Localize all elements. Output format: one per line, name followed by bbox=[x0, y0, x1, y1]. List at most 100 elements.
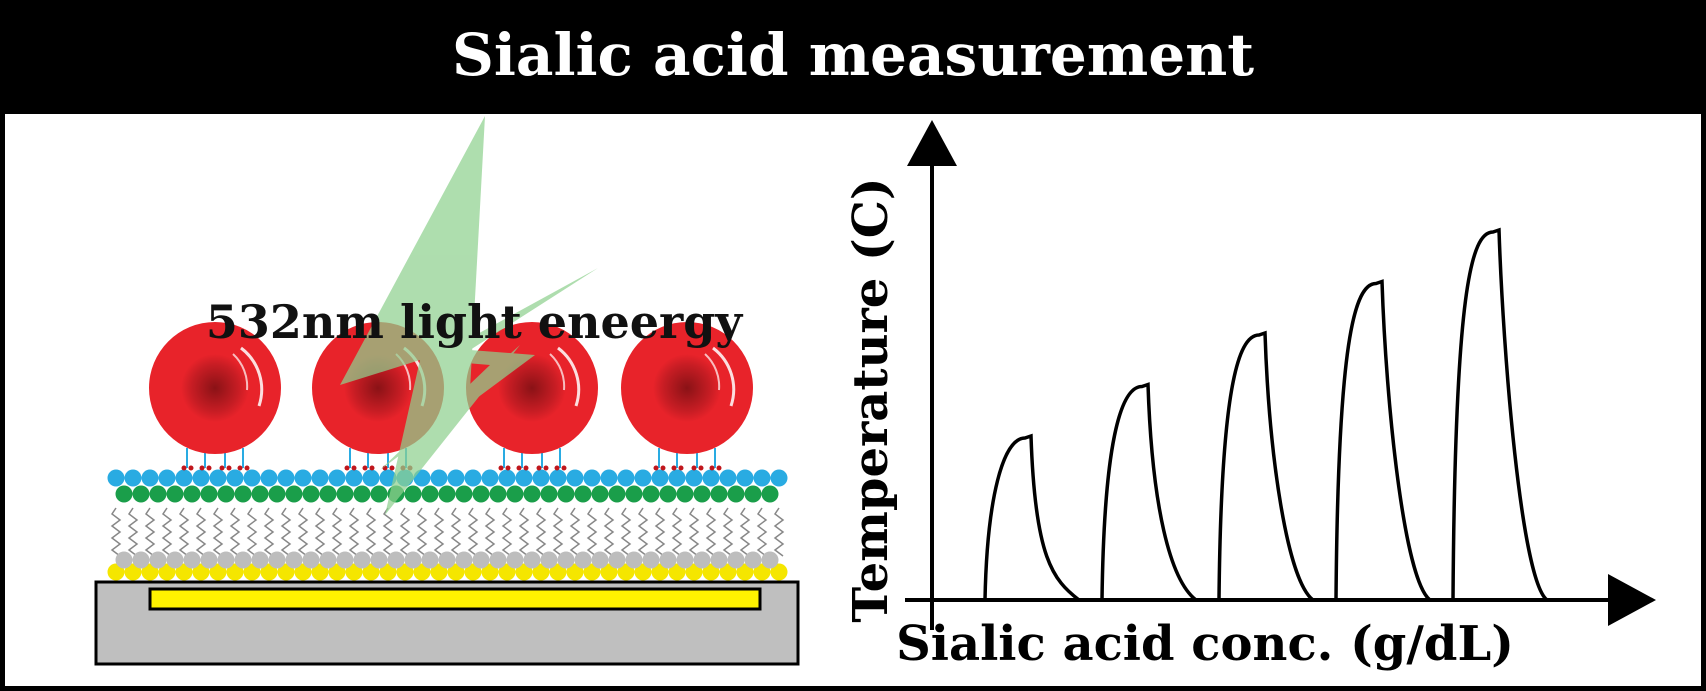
lipid-tail bbox=[212, 507, 224, 557]
lipid-head-blue bbox=[583, 469, 601, 487]
lipid-head-green bbox=[608, 485, 626, 503]
lipid-head-green bbox=[557, 485, 575, 503]
lipid-tail bbox=[263, 507, 275, 557]
lipid-head-grey bbox=[676, 551, 694, 569]
sensor-substrate bbox=[94, 580, 800, 666]
sialic-acid-dot bbox=[206, 465, 212, 471]
graph-axes bbox=[905, 120, 1656, 630]
lipid-tail bbox=[671, 507, 683, 557]
lipid-tail bbox=[518, 507, 530, 557]
lipid-head-green bbox=[353, 485, 371, 503]
cell-center bbox=[498, 354, 566, 422]
lipid-head-yellow bbox=[379, 563, 397, 581]
lipid-head-grey bbox=[506, 551, 524, 569]
lipid-head-blue bbox=[260, 469, 278, 487]
temperature-peaks bbox=[983, 227, 1549, 602]
lipid-head-blue bbox=[175, 469, 193, 487]
lipid-head-green bbox=[234, 485, 252, 503]
lipid-head-grey bbox=[115, 551, 133, 569]
lipid-head-grey bbox=[234, 551, 252, 569]
lipid-head-grey bbox=[693, 551, 711, 569]
title-bar: Sialic acid measurement bbox=[0, 0, 1706, 110]
lipid-head-yellow bbox=[702, 563, 720, 581]
lipid-head-blue bbox=[277, 469, 295, 487]
lipid-tail bbox=[246, 507, 258, 557]
cell-highlight bbox=[704, 353, 721, 391]
lipid-head-yellow bbox=[345, 563, 363, 581]
lipid-head-yellow bbox=[651, 563, 669, 581]
lipid-head-yellow bbox=[311, 563, 329, 581]
sialic-acid-dot bbox=[369, 465, 375, 471]
lipid-head-yellow bbox=[294, 563, 312, 581]
lipid-tail bbox=[433, 507, 445, 557]
lipid-head-grey bbox=[744, 551, 762, 569]
lipid-tail bbox=[535, 507, 547, 557]
temperature-peak bbox=[1217, 330, 1315, 602]
lipid-head-grey bbox=[761, 551, 779, 569]
sialic-acid-dot bbox=[561, 465, 567, 471]
lipid-head-yellow bbox=[158, 563, 176, 581]
lipid-head-grey bbox=[200, 551, 218, 569]
lipid-head-yellow bbox=[736, 563, 754, 581]
lipid-tail bbox=[603, 507, 615, 557]
lipid-head-grey bbox=[336, 551, 354, 569]
lipid-head-blue bbox=[243, 469, 261, 487]
lipid-head-yellow bbox=[617, 563, 635, 581]
lipid-head-green bbox=[693, 485, 711, 503]
lipid-head-blue bbox=[566, 469, 584, 487]
lipid-head-green bbox=[761, 485, 779, 503]
lipid-tail bbox=[229, 507, 241, 557]
lipid-tail bbox=[569, 507, 581, 557]
red-blood-cell bbox=[621, 322, 753, 471]
lipid-head-grey bbox=[183, 551, 201, 569]
lipid-head-grey bbox=[319, 551, 337, 569]
cell-highlight bbox=[240, 346, 264, 407]
sialic-acid-dot bbox=[237, 465, 243, 471]
y-axis-label: Temperature (C) bbox=[843, 177, 899, 622]
sialic-acid-dot bbox=[362, 465, 368, 471]
lipid-head-green bbox=[489, 485, 507, 503]
lipid-head-yellow bbox=[600, 563, 618, 581]
cell-highlight bbox=[232, 353, 249, 391]
lipid-head-yellow bbox=[328, 563, 346, 581]
y-axis-arrow-icon bbox=[907, 120, 957, 166]
lipid-head-blue bbox=[226, 469, 244, 487]
sialic-acid-dot bbox=[523, 465, 529, 471]
lipid-head-yellow bbox=[192, 563, 210, 581]
lipid-head-yellow bbox=[464, 563, 482, 581]
lipid-head-yellow bbox=[413, 563, 431, 581]
x-axis-label: Sialic acid conc. (g/dL) bbox=[896, 616, 1514, 672]
lipid-tail bbox=[195, 507, 207, 557]
lightning-bolt-2 bbox=[380, 268, 598, 470]
lipid-head-green bbox=[183, 485, 201, 503]
sialic-acid-dot bbox=[691, 465, 697, 471]
lipid-head-grey bbox=[132, 551, 150, 569]
lipid-head-green bbox=[625, 485, 643, 503]
lipid-head-green bbox=[251, 485, 269, 503]
lipid-head-grey bbox=[642, 551, 660, 569]
lipid-tail bbox=[382, 507, 394, 557]
lipid-head-yellow bbox=[396, 563, 414, 581]
lipid-head-green bbox=[574, 485, 592, 503]
lipid-head-yellow bbox=[719, 563, 737, 581]
lipid-membrane bbox=[107, 469, 788, 581]
lipid-head-blue bbox=[719, 469, 737, 487]
lipid-tail bbox=[297, 507, 309, 557]
lipid-head-blue bbox=[668, 469, 686, 487]
lipid-tail bbox=[161, 507, 173, 557]
light-energy-label: 532nm light eneergy bbox=[206, 295, 744, 349]
sialic-acid-dot bbox=[653, 465, 659, 471]
lightning-bolt-1 bbox=[340, 116, 520, 515]
lipid-head-blue bbox=[379, 469, 397, 487]
lipid-head-yellow bbox=[447, 563, 465, 581]
temperature-peak bbox=[1100, 382, 1198, 602]
lipid-head-yellow bbox=[260, 563, 278, 581]
lipid-head-grey bbox=[557, 551, 575, 569]
lipid-head-green bbox=[540, 485, 558, 503]
lipid-tail bbox=[722, 507, 734, 557]
sialic-acid-dot bbox=[698, 465, 704, 471]
lipid-tail bbox=[178, 507, 190, 557]
sialic-acid-dot bbox=[344, 465, 350, 471]
sialic-acid-dot bbox=[716, 465, 722, 471]
lipid-head-green bbox=[710, 485, 728, 503]
